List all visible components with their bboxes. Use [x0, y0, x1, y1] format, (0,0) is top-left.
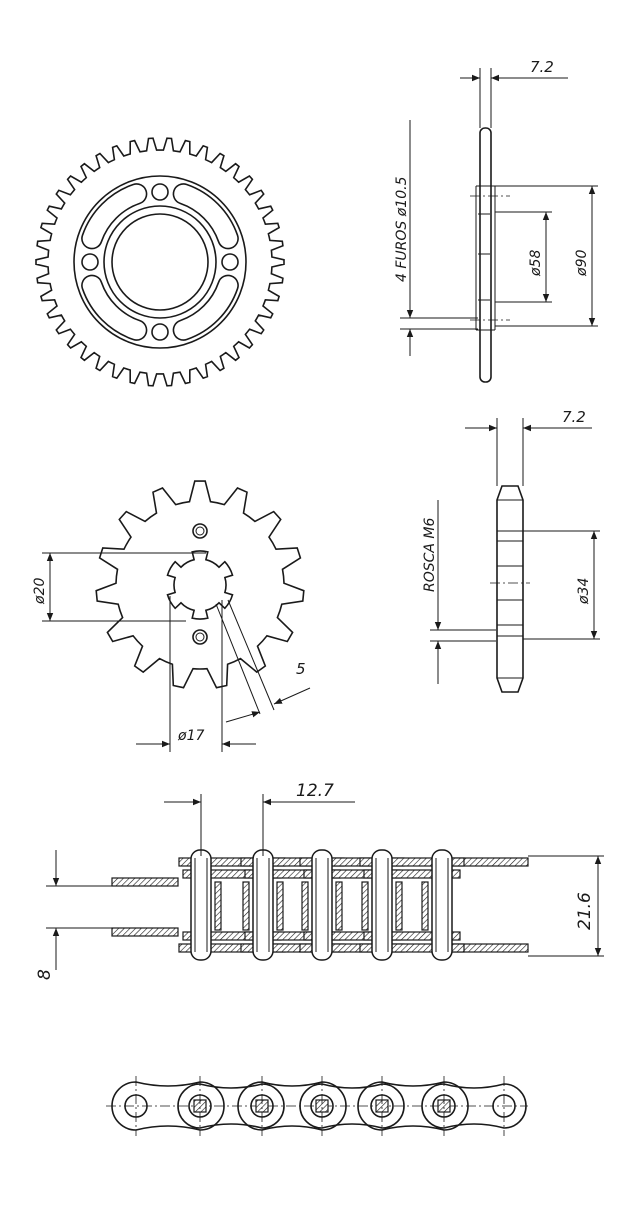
rear-bolt-hole-3 [81, 253, 99, 271]
rear-slot-1 [172, 274, 239, 341]
chain-pin [311, 849, 333, 961]
front-hub-diameter-label: ø34 [576, 578, 592, 605]
rear-bolt-diameter-dimension: ø58 [495, 211, 552, 303]
front-bore-label: ø17 [177, 728, 204, 744]
chain-width-dimension: 21.6 [528, 855, 604, 957]
chain-bushing [242, 881, 250, 931]
rear-bolt-diameter-label: ø58 [528, 250, 544, 277]
chain-inner-width-dimension: 8 [35, 850, 178, 980]
rear-bolt-hole-4 [151, 183, 169, 201]
chain-pin [190, 849, 212, 961]
front-spline-diameter-label: ø20 [32, 578, 48, 605]
front-sprocket-front-view [95, 480, 305, 689]
rear-bolt-hole-1 [221, 253, 239, 271]
chain-outer-plate [359, 857, 465, 867]
front-thread-label: ROSCA M6 [422, 517, 438, 592]
rear-bolt-hole-2 [151, 323, 169, 341]
chain-bushing [335, 881, 343, 931]
rear-thickness-dimension: 7.2 [460, 58, 568, 128]
rear-slot-2 [81, 274, 148, 341]
chain-inner-width-label: 8 [35, 969, 55, 980]
chain-bushing [214, 881, 222, 931]
chain-bushing [276, 881, 284, 931]
chain-bushing [395, 881, 403, 931]
front-bore-dimension: ø17 [136, 596, 256, 752]
rear-slot-4 [172, 183, 239, 250]
chain-top-view [111, 849, 529, 961]
chain-pin [431, 849, 453, 961]
rear-holes-dimension: 4 FUROS ø10.5 [394, 120, 478, 356]
front-thickness-label: 7.2 [562, 408, 586, 426]
chain-outer-plate [359, 943, 465, 953]
front-spline-diameter-dimension: ø20 [32, 552, 206, 622]
chain-pitch-label: 12.7 [296, 781, 334, 801]
front-sprocket-side-view [490, 485, 530, 693]
front-thread-dimension: ROSCA M6 [422, 500, 496, 684]
front-key-dimension: 5 [215, 599, 311, 723]
rear-outer-diameter-label: ø90 [574, 250, 590, 277]
chain-pin [252, 849, 274, 961]
front-thickness-dimension: 7.2 [465, 408, 592, 486]
front-key-label: 5 [296, 660, 306, 678]
rear-slot-3 [81, 183, 148, 250]
rear-outer-diameter-dimension: ø90 [495, 185, 598, 327]
chain-side-view [106, 1076, 528, 1136]
rear-thickness-label: 7.2 [530, 58, 554, 76]
chain-inner-plate [363, 931, 461, 941]
chain-bushing [301, 881, 309, 931]
chain-bushing [361, 881, 369, 931]
chain-pitch-dimension: 12.7 [164, 781, 355, 856]
chain-bushing [421, 881, 429, 931]
rear-sprocket-front-view [35, 137, 285, 387]
chain-width-label: 21.6 [575, 892, 595, 930]
front-hub-diameter-dimension: ø34 [523, 530, 600, 640]
rear-holes-label: 4 FUROS ø10.5 [394, 176, 410, 282]
chain-inner-plate [363, 869, 461, 879]
chain-pin [371, 849, 393, 961]
rear-sprocket-side-view [470, 127, 510, 383]
